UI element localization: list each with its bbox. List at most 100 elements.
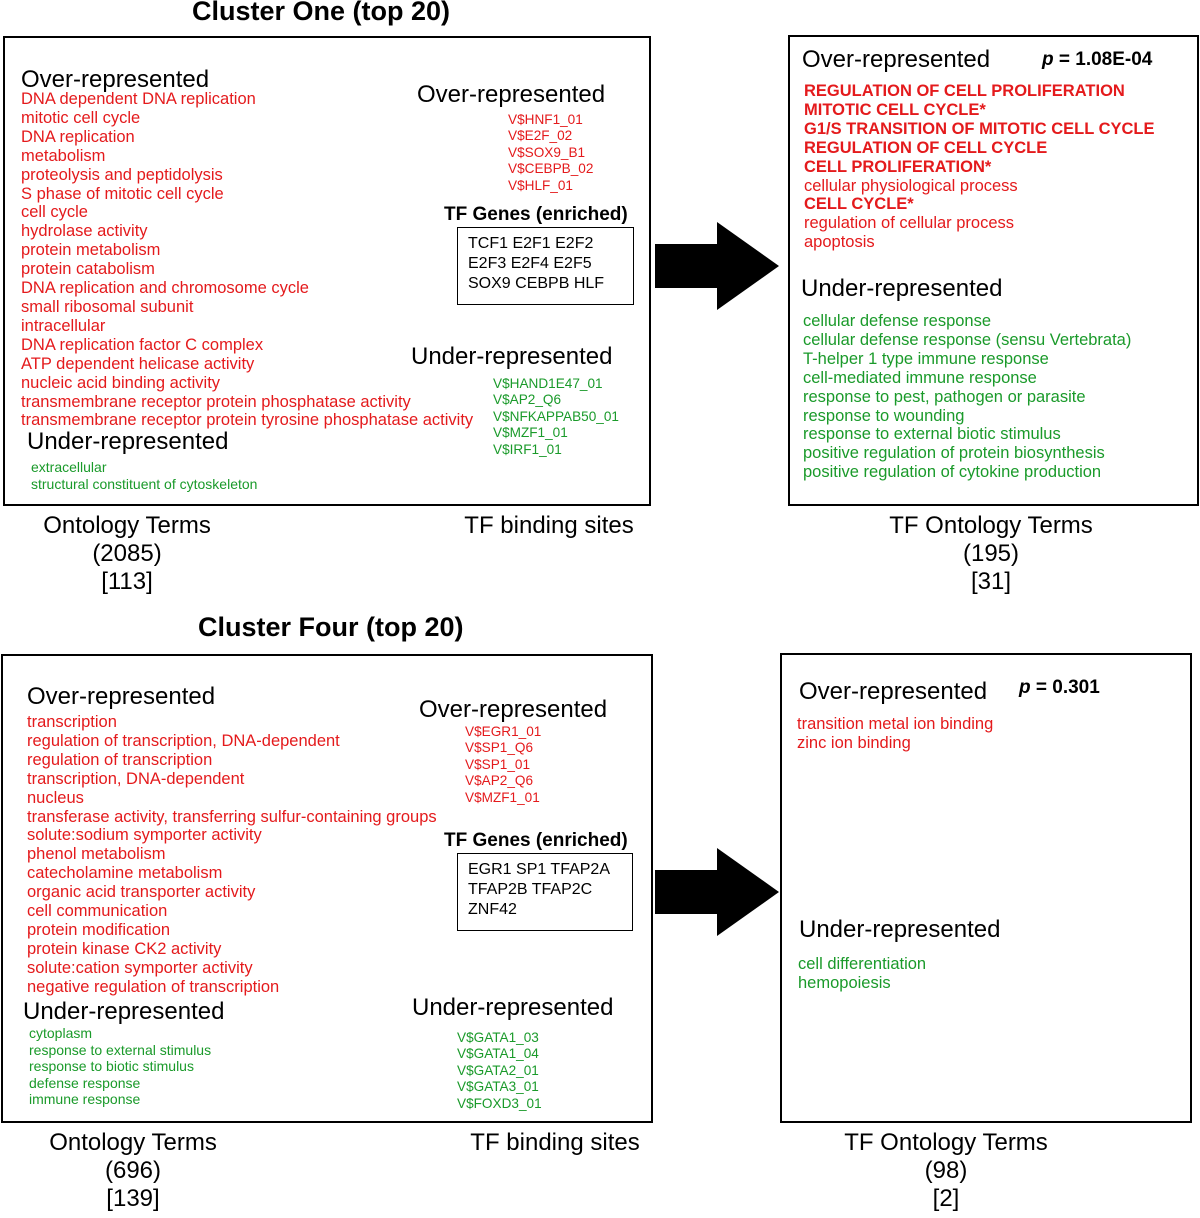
cluster-one-tf-ontology-panel: Over-represented p = 1.08E-04 REGULATION…: [788, 35, 1199, 506]
list-item: V$HNF1_01: [508, 112, 583, 127]
list-item: V$HAND1E47_01: [493, 376, 603, 391]
c4-tf-ontology-caption: TF Ontology Terms(98)[2]: [844, 1129, 1048, 1213]
list-item: transferase activity, transferring sulfu…: [27, 807, 437, 826]
list-item: hemopoiesis: [798, 973, 891, 992]
list-item: V$NFKAPPAB50_01: [493, 408, 619, 424]
c4-arrow: [655, 848, 779, 936]
list-item: cellular physiological process: [804, 176, 1018, 195]
list-item: regulation of transcription, DNA-depende…: [27, 731, 340, 750]
list-item: zinc ion binding: [797, 733, 911, 752]
list-item: protein kinase CK2 activity: [27, 939, 222, 958]
p-label: p: [1042, 49, 1054, 70]
list-item: response to external biotic stimulus: [803, 425, 1061, 444]
c4-ontology-over-heading: Over-represented: [27, 683, 216, 710]
list-item: response to biotic stimulus: [29, 1058, 194, 1074]
arrow-right-icon: [655, 222, 779, 310]
list-item: V$MZF1_01: [493, 425, 568, 441]
list-item: V$E2F_02: [508, 128, 573, 144]
list-item: V$SP1_01: [465, 756, 531, 772]
list-item: negative regulation of transcription: [27, 977, 280, 996]
list-item: metabolism: [21, 146, 106, 165]
c1-tfo-under-heading: Under-represented: [801, 275, 1003, 302]
list-item: DNA replication: [21, 127, 135, 146]
list-item: positive regulation of cytokine producti…: [803, 463, 1102, 482]
list-item: transmembrane receptor protein tyrosine …: [21, 411, 474, 430]
list-item: S phase of mitotic cell cycle: [21, 184, 224, 203]
c1-tf-genes-line: SOX9 CEBPB HLF: [468, 275, 605, 292]
caption-line: Ontology Terms: [49, 1129, 217, 1156]
list-item: V$CEBPB_02: [508, 161, 594, 177]
list-item: DNA replication and chromosome cycle: [21, 279, 309, 298]
c4-tf-genes-box: EGR1 SP1 TFAP2A TFAP2B TFAP2C ZNF42: [457, 853, 633, 931]
list-item: nucleus: [27, 788, 84, 807]
caption-line: (696): [104, 1157, 162, 1184]
list-item: G1/S TRANSITION OF MITOTIC CELL CYCLE: [804, 119, 1155, 138]
list-item: organic acid transporter activity: [27, 883, 256, 902]
list-item: solute:sodium symporter activity: [27, 826, 262, 845]
c1-tf-genes-line: TCF1 E2F1 E2F2: [468, 235, 594, 252]
list-item: defense response: [29, 1074, 141, 1091]
list-item: V$AP2_Q6: [493, 392, 562, 408]
c1-tf-sites-caption: TF binding sites: [464, 512, 633, 540]
list-item: protein modification: [27, 920, 171, 939]
list-item: V$GATA1_04: [457, 1046, 539, 1062]
caption-line: TF binding sites: [464, 512, 634, 539]
list-item: phenol metabolism: [27, 845, 166, 864]
caption-line: (98): [924, 1157, 968, 1184]
cluster-one-title: Cluster One (top 20): [192, 0, 451, 26]
c1-tf-under-heading: Under-represented: [411, 343, 613, 370]
caption-line: Ontology Terms: [43, 512, 211, 539]
list-item: CELL CYCLE*: [804, 195, 914, 214]
c4-tf-genes-line: TFAP2B TFAP2C: [468, 881, 593, 898]
caption-line: TF Ontology Terms: [844, 1129, 1048, 1156]
list-item: V$GATA3_01: [457, 1079, 539, 1095]
c1-tf-genes-heading: TF Genes (enriched): [444, 204, 628, 225]
caption-line: [113]: [101, 568, 153, 595]
list-item: V$SP1_Q6: [465, 740, 534, 756]
list-item: cell cycle: [21, 203, 88, 222]
list-item: response to pest, pathogen or parasite: [803, 387, 1086, 406]
list-item: DNA replication factor C complex: [21, 335, 264, 354]
list-item: transition metal ion binding: [797, 715, 994, 733]
c4-p-value: p = 0.301: [1019, 677, 1100, 699]
list-item: V$GATA2_01: [457, 1062, 539, 1078]
list-item: V$SOX9_B1: [508, 144, 586, 160]
list-item: V$EGR1_01: [465, 724, 542, 739]
c4-tf-sites-caption: TF binding sites: [470, 1129, 639, 1157]
c1-tf-over-heading: Over-represented: [417, 81, 606, 108]
list-item: DNA dependent DNA replication: [21, 90, 256, 108]
list-item: transcription, DNA-dependent: [27, 769, 245, 788]
c4-tf-genes-heading: TF Genes (enriched): [444, 830, 628, 851]
list-item: REGULATION OF CELL CYCLE: [804, 138, 1048, 157]
c1-tfo-over-heading: Over-represented: [802, 46, 991, 73]
list-item: protein metabolism: [21, 241, 161, 260]
c4-ontology-caption: Ontology Terms(696)[139]: [49, 1129, 217, 1213]
list-item: cytoplasm: [29, 1025, 93, 1041]
c4-tf-under-heading: Under-represented: [412, 994, 614, 1021]
c1-tf-genes-line: E2F3 E2F4 E2F5: [468, 255, 592, 272]
list-item: cellular defense response (sensu Vertebr…: [803, 330, 1132, 349]
caption-line: [139]: [106, 1185, 160, 1212]
p-label: p: [1019, 677, 1031, 698]
cluster-one-ontology-panel: Over-represented DNA dependent DNA repli…: [3, 36, 651, 506]
p-value-text: = 0.301: [1030, 677, 1100, 698]
list-item: cell communication: [27, 902, 168, 921]
list-item: positive regulation of protein biosynthe…: [803, 444, 1105, 463]
list-item: V$GATA1_03: [457, 1030, 539, 1045]
c1-ontology-under-heading: Under-represented: [27, 428, 229, 455]
c4-tf-genes-line: ZNF42: [468, 901, 517, 918]
list-item: solute:cation symporter activity: [27, 958, 253, 977]
list-item: catecholamine metabolism: [27, 864, 223, 883]
list-item: protein catabolism: [21, 260, 155, 279]
list-item: proteolysis and peptidolysis: [21, 165, 223, 184]
list-item: response to wounding: [803, 406, 965, 425]
list-item: V$HLF_01: [508, 177, 573, 193]
